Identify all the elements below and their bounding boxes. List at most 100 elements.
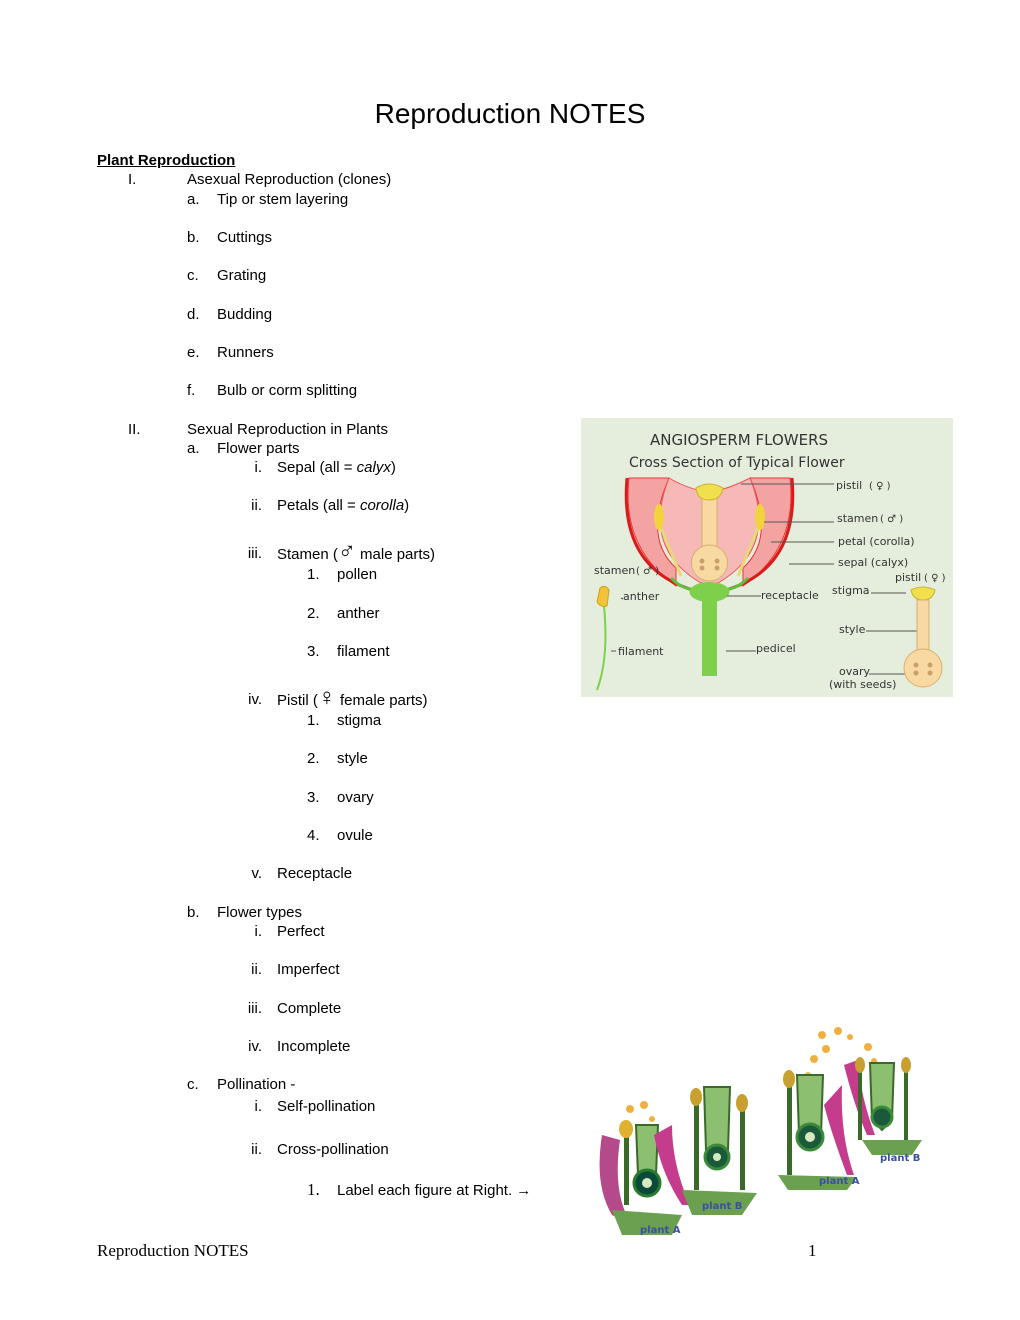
- list-item: Cross-pollination: [277, 1141, 389, 1158]
- list-item-stamen: Stamen (♂ male parts): [277, 538, 436, 565]
- plant-b-back: [844, 1057, 922, 1155]
- list-item: style: [337, 750, 368, 767]
- list-item: Tip or stem layering: [217, 191, 349, 208]
- male-symbol-icon: ♂: [337, 538, 356, 565]
- list-marker: i.: [254, 459, 263, 476]
- page-number: 1: [808, 1241, 817, 1260]
- label-filament: filament: [618, 645, 664, 658]
- pollen-grains: [626, 1027, 877, 1122]
- list-marker: 2.: [307, 750, 320, 767]
- list-item-receptacle: Receptacle: [277, 865, 353, 882]
- label-plant-b-front: plant B: [702, 1201, 742, 1212]
- list-marker: ii.: [251, 961, 262, 978]
- list-marker: 3.: [307, 789, 320, 806]
- list-marker: c.: [187, 267, 199, 284]
- list-item: ovary: [337, 789, 374, 806]
- plant-a-back: [778, 1070, 857, 1190]
- plant-a-front: [599, 1120, 682, 1235]
- footer-title: Reproduction NOTES: [97, 1241, 249, 1260]
- diagram-title: ANGIOSPERM FLOWERS: [650, 431, 828, 449]
- label-style: style: [839, 623, 866, 636]
- list-item: ovule: [337, 827, 373, 844]
- angiosperm-flower-diagram: ANGIOSPERM FLOWERS Cross Section of Typi…: [581, 418, 953, 697]
- outline-item-asexual: Asexual Reproduction (clones): [187, 171, 392, 188]
- list-item: Budding: [217, 306, 273, 323]
- detached-pistil: pistil ( ♀ ): [895, 571, 946, 688]
- list-item: Runners: [217, 344, 274, 361]
- list-marker: b.: [187, 904, 200, 921]
- list-marker: d.: [187, 306, 200, 323]
- list-marker: 1.: [307, 566, 320, 583]
- label-receptacle: receptacle: [761, 589, 819, 602]
- pollination-illustration: plant A plant B plant B plant A: [599, 1027, 922, 1236]
- list-marker: i.: [254, 1098, 263, 1115]
- list-marker: iv.: [248, 691, 262, 708]
- list-item: Grating: [217, 267, 267, 284]
- list-marker: v.: [251, 865, 262, 882]
- label-plant-a-front: plant A: [640, 1225, 681, 1236]
- label-sepal: sepal (calyx): [838, 556, 908, 569]
- list-item: Cuttings: [217, 229, 273, 246]
- label-left-stamen-symbol: ( ♂ ): [636, 566, 659, 577]
- list-item-sepal: Sepal (all = calyx): [277, 459, 396, 476]
- label-with-seeds: (with seeds): [829, 678, 896, 691]
- label-right-pistil: pistil: [895, 571, 921, 584]
- detached-stamen: stamen ( ♂ ): [594, 564, 659, 691]
- section-heading: Plant Reproduction: [97, 152, 236, 169]
- list-item: Incomplete: [277, 1038, 351, 1055]
- label-plant-b-back: plant B: [880, 1153, 920, 1164]
- label-right-pistil-symbol: ( ♀ ): [924, 573, 946, 584]
- list-marker: i.: [254, 923, 263, 940]
- label-plant-a-back: plant A: [819, 1176, 860, 1187]
- diagram-subtitle: Cross Section of Typical Flower: [629, 455, 845, 471]
- list-item-petals: Petals (all = corolla): [277, 497, 410, 514]
- list-item-flower-types: Flower types: [217, 904, 303, 921]
- list-marker: b.: [187, 229, 200, 246]
- female-symbol-icon: ♀: [317, 684, 336, 711]
- list-marker: iv.: [248, 1038, 262, 1055]
- arrow-right-icon: →: [516, 1182, 532, 1199]
- label-pistil-symbol: ( ♀ ): [869, 481, 891, 492]
- list-item-instruction: Label each figure at Right. →: [337, 1182, 532, 1199]
- list-marker: a.: [187, 440, 200, 457]
- label-petal: petal (corolla): [838, 535, 915, 548]
- list-item: Complete: [277, 1000, 342, 1017]
- flower-cross-section: [624, 477, 795, 676]
- outline-marker-I: I.: [128, 171, 137, 188]
- list-marker: 1.: [307, 712, 320, 729]
- label-ovary: ovary: [839, 665, 871, 678]
- label-pedicel: pedicel: [756, 642, 796, 655]
- list-marker: f.: [187, 382, 196, 399]
- list-item: stigma: [337, 712, 382, 729]
- list-marker: e.: [187, 344, 200, 361]
- plant-b-front: [654, 1086, 757, 1215]
- list-item: pollen: [337, 566, 378, 583]
- page-title: Reproduction NOTES: [374, 98, 646, 129]
- list-marker: 1.: [307, 1180, 320, 1199]
- outline-marker-II: II.: [128, 421, 141, 438]
- label-left-stamen: stamen: [594, 564, 635, 577]
- list-marker: ii.: [251, 497, 262, 514]
- list-item-flower-parts: Flower parts: [217, 440, 300, 457]
- list-item-pollination: Pollination -: [217, 1076, 296, 1093]
- list-marker: ii.: [251, 1141, 262, 1158]
- list-marker: 2.: [307, 605, 320, 622]
- list-item: Bulb or corm splitting: [217, 382, 358, 399]
- label-stigma: stigma: [832, 584, 870, 597]
- list-item: Imperfect: [277, 961, 340, 978]
- list-item-pistil: Pistil (♀ female parts): [277, 684, 428, 711]
- list-item: Self-pollination: [277, 1098, 376, 1115]
- outline-item-sexual: Sexual Reproduction in Plants: [187, 421, 388, 438]
- label-stamen: stamen: [837, 512, 878, 525]
- list-marker: iii.: [247, 545, 262, 562]
- list-marker: c.: [187, 1076, 199, 1093]
- list-item: anther: [337, 605, 380, 622]
- list-marker: a.: [187, 191, 200, 208]
- label-anther: anther: [623, 590, 660, 603]
- diagram-leader-lines: [611, 483, 921, 675]
- list-marker: iii.: [247, 1000, 262, 1017]
- list-item: filament: [337, 643, 390, 660]
- list-marker: 3.: [307, 643, 320, 660]
- label-pistil: pistil: [836, 479, 862, 492]
- label-stamen-symbol: ( ♂ ): [880, 514, 903, 525]
